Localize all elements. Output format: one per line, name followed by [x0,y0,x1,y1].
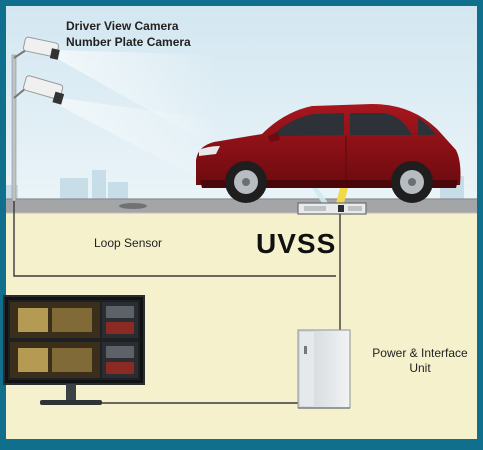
scan-image-bottom [10,342,138,378]
monitor [3,295,145,405]
car [196,104,461,203]
number-plate-camera-label: Number Plate Camera [66,35,191,49]
number-plate-camera [13,75,65,105]
driver-view-camera-label: Driver View Camera [66,19,179,33]
uvss-ground-unit [297,202,367,215]
driver-view-camera [13,36,60,60]
camera-beam-bottom [60,98,220,190]
scan-image-top [10,302,138,338]
power-interface-unit-label: Power & Interface Unit [372,346,468,375]
power-interface-unit [297,329,351,409]
loop-sensor-plate [119,203,147,209]
camera-pole [11,54,17,202]
uvss-label: UVSS [256,228,337,259]
uvss-beam-right [336,188,348,203]
loop-sensor-label: Loop Sensor [94,236,163,250]
uvss-beam-left [312,188,328,203]
